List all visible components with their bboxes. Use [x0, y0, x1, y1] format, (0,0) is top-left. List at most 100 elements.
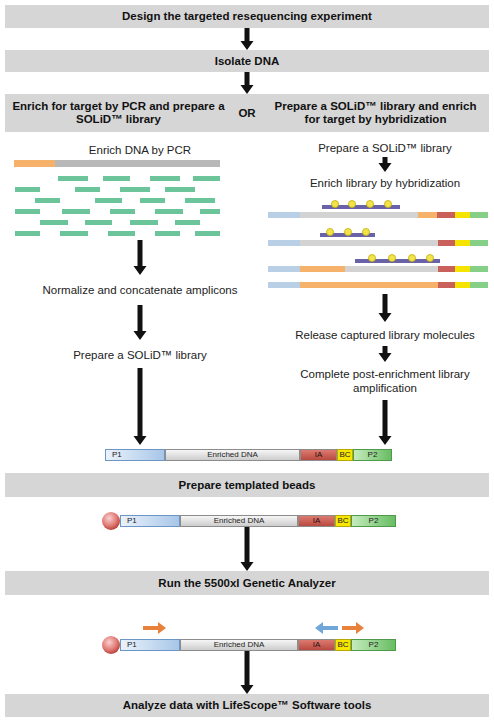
library-segment [438, 266, 455, 272]
primer-arrow [143, 622, 166, 634]
flow-arrow [379, 346, 392, 362]
library-segment [455, 212, 470, 218]
amplicon [95, 198, 122, 203]
library-segment [438, 282, 455, 288]
amplicon [120, 187, 150, 192]
library-segment [268, 266, 300, 272]
step-label: Complete post-enrichment library amplifi… [293, 367, 478, 395]
amplicon [85, 220, 112, 225]
amplicon [110, 209, 135, 214]
process-band: Run the 5500xl Genetic Analyzer [5, 571, 489, 595]
biotin-dot [385, 201, 392, 208]
amplicon [15, 209, 40, 214]
adapter-segment: P1 [105, 449, 165, 461]
library-segment [300, 282, 438, 288]
adapter-segment: IA [298, 515, 335, 527]
flow-arrow [241, 527, 254, 571]
segment-label: Enriched DNA [207, 450, 258, 460]
segment-label: IA [313, 516, 321, 526]
biotin-dot [389, 255, 396, 262]
amplicon [75, 187, 100, 192]
biotin-dot [369, 255, 376, 262]
flow-arrow [134, 240, 147, 275]
adapter-segment: P1 [120, 639, 180, 651]
primer-arrow [342, 622, 364, 634]
library-segment [268, 212, 300, 218]
step-label: Enrich DNA by PCR [30, 143, 250, 157]
process-band: Prepare templated beads [5, 473, 489, 497]
biotin-dot [332, 201, 339, 208]
library-segment [470, 212, 488, 218]
segment-label: BC [337, 640, 348, 650]
flow-arrow [241, 651, 254, 694]
amplicon [130, 220, 158, 225]
flow-arrow [134, 368, 147, 445]
library-segment [268, 240, 300, 246]
templated-bead [102, 636, 120, 654]
segment-label: P1 [112, 450, 122, 460]
amplicon [60, 231, 88, 236]
step-label: Prepare a SOLiD™ library [275, 141, 494, 155]
library-segment [300, 266, 345, 272]
amplicon [155, 209, 183, 214]
template-strand [55, 160, 220, 167]
adapter-segment: IA [298, 639, 335, 651]
step-label: Enrich library by hybridization [275, 176, 494, 190]
segment-label: P2 [369, 516, 379, 526]
flow-arrow [379, 294, 392, 322]
amplicon [155, 231, 180, 236]
library-segment [437, 212, 455, 218]
library-segment [438, 240, 455, 246]
amplicon [15, 231, 40, 236]
biotin-dot [349, 201, 356, 208]
amplicon [103, 176, 130, 181]
library-segment [268, 282, 300, 288]
amplicon [193, 176, 220, 181]
step-text: Run the 5500xl Genetic Analyzer [158, 577, 335, 590]
process-band: Isolate DNA [5, 50, 489, 72]
segment-label: P2 [368, 450, 378, 460]
adapter-segment: P2 [351, 639, 396, 651]
segment-label: BC [339, 450, 350, 460]
biotin-dot [327, 229, 334, 236]
library-segment [300, 240, 438, 246]
adapter-segment: P1 [120, 515, 180, 527]
amplicon [40, 220, 68, 225]
amplicon [108, 231, 135, 236]
amplicon [62, 209, 90, 214]
segment-label: Enriched DNA [214, 640, 265, 650]
insert-segment: Enriched DNA [180, 639, 298, 651]
library-segment [455, 240, 470, 246]
library-segment [470, 282, 488, 288]
barcode-segment: BC [337, 449, 353, 461]
library-segment [418, 212, 437, 218]
step-text: Enrich for target by PCR and prepare a S… [11, 100, 226, 126]
adapter-segment: P2 [351, 515, 396, 527]
templated-bead [102, 512, 120, 530]
amplicon [140, 198, 165, 203]
segment-label: IA [315, 450, 323, 460]
flow-arrow [241, 72, 254, 94]
step-label: Release captured library molecules [275, 328, 494, 342]
biotin-dot [427, 255, 434, 262]
biotin-dot [409, 255, 416, 262]
step-text: Analyze data with LifeScope™ Software to… [123, 699, 372, 712]
segment-label: BC [337, 516, 348, 526]
amplicon [195, 231, 220, 236]
alternative-text: OR [226, 107, 268, 120]
segment-label: P2 [369, 640, 379, 650]
amplicon [165, 187, 195, 192]
flow-arrow [379, 400, 392, 445]
adapter-segment: P2 [353, 449, 392, 461]
library-segment [455, 282, 470, 288]
process-band: Design the targeted resequencing experim… [5, 5, 489, 28]
segment-label: Enriched DNA [214, 516, 265, 526]
amplicon [200, 209, 220, 214]
step-text: Prepare templated beads [179, 479, 316, 492]
flow-arrow [134, 305, 147, 340]
biotin-dot [345, 229, 352, 236]
amplicon [185, 198, 215, 203]
template-segment [14, 160, 55, 167]
